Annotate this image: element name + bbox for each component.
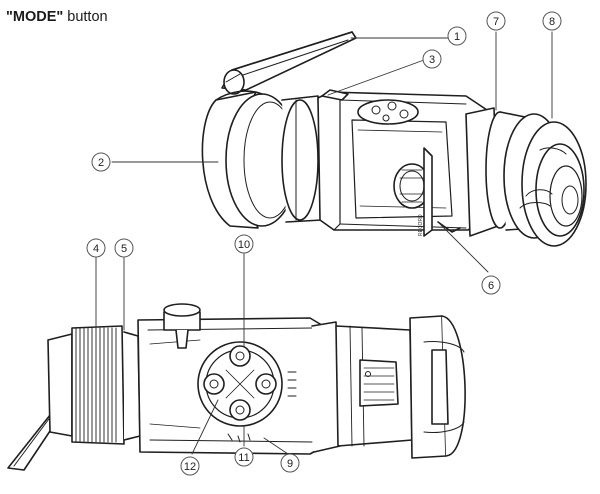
caption-mode-label: "MODE" bbox=[6, 9, 64, 25]
callout-2-number: 2 bbox=[98, 157, 104, 169]
callout-4-number: 4 bbox=[93, 243, 99, 255]
callout-3-number: 3 bbox=[429, 54, 435, 66]
callout-6-number: 6 bbox=[488, 280, 494, 292]
diopter-ring bbox=[71, 325, 141, 445]
callout-12 bbox=[180, 456, 200, 476]
caption-button-label: button bbox=[63, 9, 108, 25]
callout-8 bbox=[542, 11, 562, 31]
callout-10-number: 10 bbox=[238, 239, 250, 251]
flip-cover bbox=[221, 31, 357, 95]
top-device-view bbox=[201, 31, 587, 247]
callout-11-number: 11 bbox=[238, 452, 249, 464]
bottom-device-view bbox=[7, 303, 466, 471]
callout-5 bbox=[114, 238, 134, 258]
mode-button-caption: "MODE" button bbox=[6, 9, 108, 25]
callout-2 bbox=[91, 152, 111, 172]
front-adapter-side bbox=[335, 315, 466, 459]
eyecup-side bbox=[7, 333, 73, 471]
callout-8-number: 8 bbox=[549, 16, 555, 28]
device-record-label: RECORD bbox=[418, 214, 424, 236]
callout-9 bbox=[280, 453, 300, 473]
main-body bbox=[317, 89, 493, 237]
front-adapter bbox=[465, 107, 587, 247]
callout-5-number: 5 bbox=[121, 243, 127, 255]
callout-1 bbox=[447, 26, 467, 46]
callout-11 bbox=[234, 447, 254, 467]
main-body-side bbox=[137, 303, 341, 455]
callout-1-number: 1 bbox=[454, 31, 460, 43]
leader-lines bbox=[95, 31, 553, 455]
callout-6 bbox=[481, 275, 501, 295]
callout-12-number: 12 bbox=[184, 461, 196, 473]
callout-9-number: 9 bbox=[287, 458, 293, 470]
callout-3 bbox=[422, 49, 442, 69]
eyepiece-section bbox=[281, 95, 323, 223]
callout-4 bbox=[86, 238, 106, 258]
callout-7-number: 7 bbox=[493, 16, 499, 28]
callout-7 bbox=[486, 11, 506, 31]
callout-10 bbox=[234, 234, 254, 254]
callouts bbox=[86, 11, 562, 476]
